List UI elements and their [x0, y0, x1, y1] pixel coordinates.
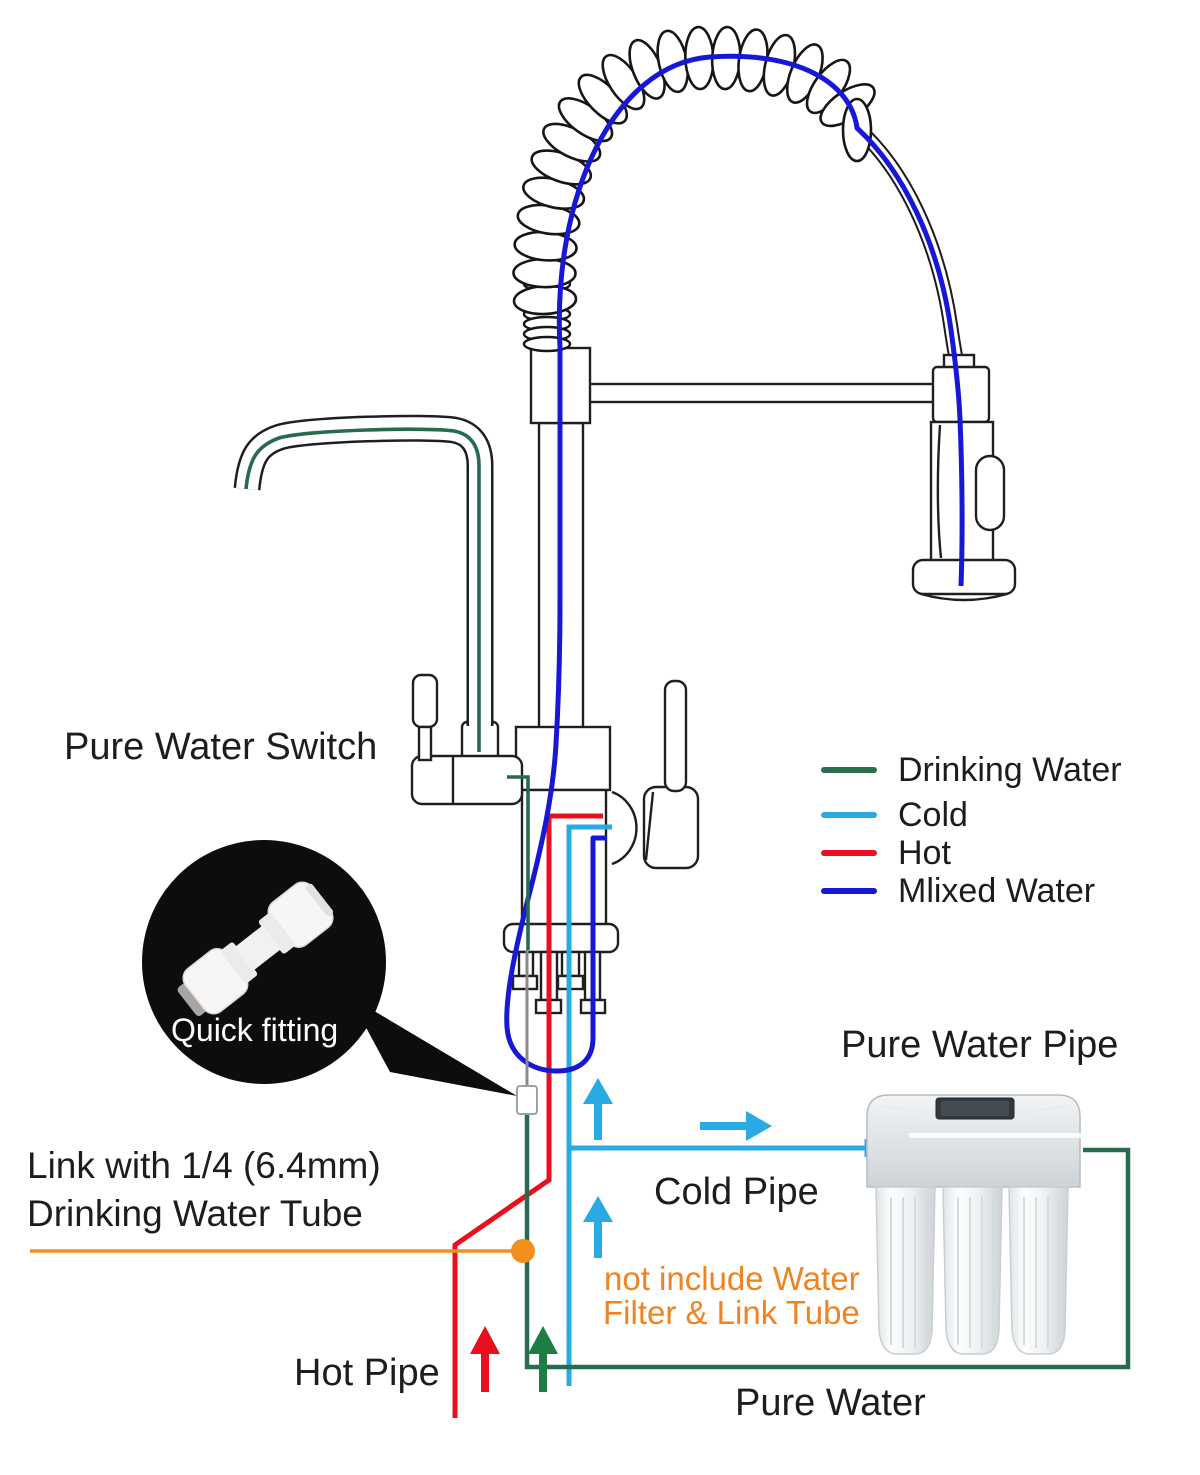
mixed-water-line: [504, 53, 965, 1074]
spring-coil: [512, 25, 876, 316]
pure-water-switch-label: Pure Water Switch: [64, 726, 378, 768]
flow-arrows: [470, 1078, 772, 1392]
link-tube-label: Link with 1/4 (6.4mm) Drinking Water Tub…: [27, 1142, 381, 1238]
pure-water-line: [524, 1114, 1131, 1370]
drinking-water-line-body: [507, 775, 530, 950]
cold-up-arrow2-head: [583, 1196, 613, 1222]
legend-label: Drinking Water: [898, 750, 1122, 789]
filter-cartridge-ridges: [890, 1197, 1060, 1348]
legend-item-cold: Cold: [821, 795, 968, 835]
hot-water-line: [452, 813, 603, 1418]
spray-button: [974, 454, 1006, 532]
filter-cap-stripe: [909, 1133, 1081, 1138]
note-not-include-line2: Filter & Link Tube: [603, 1294, 860, 1331]
mixer-handle: [663, 679, 688, 793]
support-bar: [586, 382, 937, 404]
water-filter-unit: [866, 1094, 1081, 1355]
cold-water-line: [566, 824, 612, 1386]
drinking-water-swatch-icon: [821, 767, 877, 773]
cold-right-arrow-icon: [746, 1111, 772, 1141]
link-tube-label-line1: Link with 1/4 (6.4mm): [27, 1145, 381, 1186]
link-tube-label-line2: Drinking Water Tube: [27, 1193, 363, 1235]
filter-cartridges: [875, 1186, 1069, 1355]
legend-label: Mlixed Water: [898, 871, 1096, 910]
filter-cap: [866, 1094, 1081, 1188]
cold-swatch-icon: [821, 812, 877, 818]
faucet-tee: [514, 725, 612, 792]
hot-pipe-label: Hot Pipe: [294, 1352, 440, 1394]
mixed-water-swatch-icon: [821, 888, 877, 894]
quick-fitting-callout: [142, 840, 517, 1096]
hot-up-arrow-icon: [470, 1326, 500, 1354]
mixer-seam: [644, 791, 655, 861]
quick-fitting-on-line: [516, 1085, 538, 1115]
legend-item-drinking-water: Drinking Water: [821, 750, 1122, 790]
pure-water-pipe-label: Pure Water Pipe: [841, 1024, 1119, 1066]
drinking-spout: [233, 414, 494, 726]
switch-lever-cap: [411, 673, 439, 729]
mixer-ball: [611, 790, 638, 866]
callout-tail: [349, 996, 517, 1096]
cold-up-arrow-icon: [583, 1078, 613, 1104]
hot-swatch-icon: [821, 850, 877, 856]
quick-fitting-label: Quick fitting: [171, 1012, 339, 1048]
neck-seam-left: [936, 424, 943, 559]
drinking-water-line-spout: [244, 427, 481, 752]
legend-label: Hot: [898, 833, 951, 872]
pure-water-label: Pure Water: [735, 1382, 926, 1424]
switch-valve-body: [410, 754, 524, 806]
faucet-outline: [410, 346, 937, 1015]
legend-label: Cold: [898, 795, 968, 834]
note-not-include-line1: not include Water: [604, 1260, 860, 1297]
legend-item-hot: Hot: [821, 833, 951, 873]
quick-fitting-icon: [177, 881, 334, 1016]
spray-head-bottom: [920, 592, 1008, 602]
hose-right-tube: [852, 122, 966, 373]
switch-lever-stem: [417, 725, 433, 762]
legend-item-mixed-water: Mlixed Water: [821, 871, 1095, 911]
filter-display-screen: [941, 1101, 1009, 1116]
pure-up-arrow-icon: [528, 1326, 558, 1354]
link-point-dot: [511, 1239, 535, 1263]
cold-pipe-label: Cold Pipe: [654, 1171, 819, 1213]
